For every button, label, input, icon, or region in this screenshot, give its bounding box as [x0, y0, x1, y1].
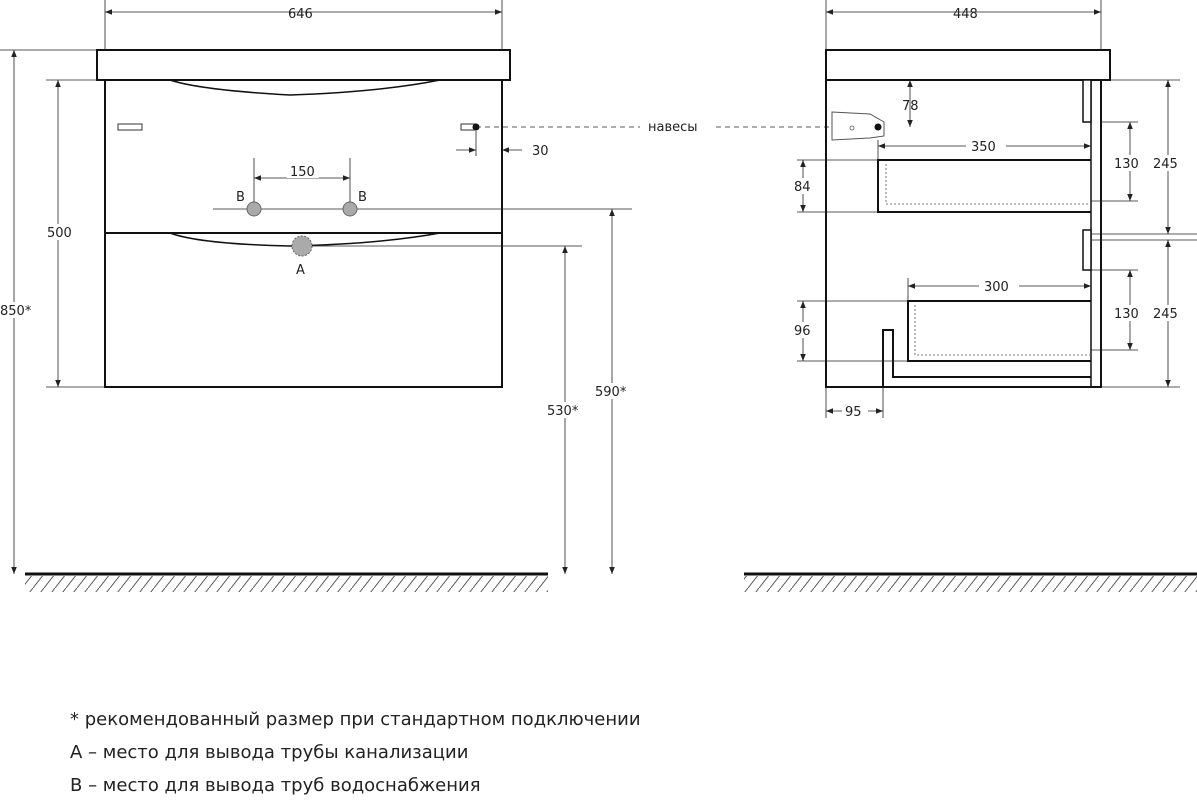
dim-lower-drawer-96-label-bg	[792, 322, 816, 338]
dim-upper-130-label-bg	[1112, 155, 1148, 171]
footnote-recommended: * рекомендованный размер при стандартном…	[70, 709, 641, 730]
dim-depth-448-label: 448	[953, 7, 978, 22]
footnote-supply: B – место для вывода труб водоснабжения	[70, 775, 481, 796]
hinge-bracket	[831, 111, 885, 141]
lower-handle-notch	[1082, 229, 1092, 271]
dim-lower-130-label: 130	[1114, 307, 1139, 322]
hinge-screw	[849, 125, 855, 131]
supply-hole-right	[342, 201, 358, 217]
dim-supply-590-label: 590*	[595, 385, 627, 400]
countertop-front	[96, 49, 511, 81]
supply-label-left: B	[236, 190, 245, 205]
lower-drawer-inner	[914, 305, 1091, 356]
dim-lower-drawer-96-label: 96	[794, 324, 811, 339]
dim-height-850-label-bg	[0, 302, 36, 318]
hinge-plate-left	[117, 123, 143, 131]
dim-body-500-label: 500	[47, 226, 72, 241]
dim-drain-530-label: 530*	[547, 404, 579, 419]
cabinet-upper-drawer-front	[104, 79, 503, 234]
dim-width-646-label: 646	[288, 7, 313, 22]
upper-drawer-box	[877, 159, 1091, 213]
countertop-side	[825, 49, 1111, 81]
side-view: 448 78 350 84 130 245 300	[744, 0, 1197, 592]
dim-lower-130-label-bg	[1112, 305, 1148, 321]
lower-drawer-box	[907, 300, 1091, 362]
dim-cutout-95-label: 95	[845, 405, 862, 420]
dim-hinge-78-label: 78	[902, 99, 919, 114]
footnote-drain: A – место для вывода трубы канализации	[70, 742, 469, 763]
siphon-cutout	[882, 329, 1091, 387]
floor-hatch-right	[744, 576, 1197, 592]
dim-pipe-spacing-150-label-bg	[287, 164, 319, 178]
cabinet-lower-drawer-front	[104, 232, 503, 388]
dim-upper-drawer-350-label: 350	[971, 140, 996, 155]
front-view: B B A 646 850* 500 150 30 530*	[0, 0, 853, 592]
dim-lower-245-label-bg	[1150, 305, 1190, 321]
cabinet-side-outline	[825, 80, 1102, 388]
dim-upper-245-label: 245	[1153, 157, 1178, 172]
dim-lower-drawer-300-label-bg	[979, 279, 1019, 293]
dim-cutout-95-label-bg	[842, 404, 868, 418]
supply-label-right: B	[358, 190, 367, 205]
hinge-point-side	[874, 123, 882, 131]
dim-hinge-30-label: 30	[532, 144, 549, 159]
dim-body-500-label-bg	[44, 224, 78, 240]
dim-lower-245-label: 245	[1153, 307, 1178, 322]
supply-hole-left	[246, 201, 262, 217]
dim-height-850-label: 850*	[0, 304, 32, 319]
footnotes: * рекомендованный размер при стандартном…	[70, 703, 641, 802]
dim-pipe-spacing-150-label: 150	[290, 165, 315, 180]
dim-upper-drawer-84-label: 84	[794, 180, 811, 195]
drain-label: A	[296, 263, 305, 278]
dim-upper-drawer-350-label-bg	[966, 139, 1006, 153]
upper-drawer-inner	[885, 164, 1091, 205]
basin-curve-upper	[169, 79, 441, 96]
basin-curve-lower	[169, 232, 441, 247]
technical-drawing: B B A 646 850* 500 150 30 530*	[0, 0, 1197, 592]
dim-supply-590-label-bg	[594, 383, 632, 399]
dim-upper-drawer-84-label-bg	[792, 178, 816, 194]
dim-drain-530-label-bg	[546, 402, 584, 418]
dim-lower-drawer-300-label: 300	[984, 280, 1009, 295]
floor-hatch-left	[25, 576, 548, 592]
drain-hole	[291, 235, 313, 257]
dim-upper-130-label: 130	[1114, 157, 1139, 172]
dim-upper-245-label-bg	[1150, 155, 1190, 171]
upper-handle-notch	[1082, 79, 1092, 123]
hinge-label: навесы	[648, 120, 698, 135]
